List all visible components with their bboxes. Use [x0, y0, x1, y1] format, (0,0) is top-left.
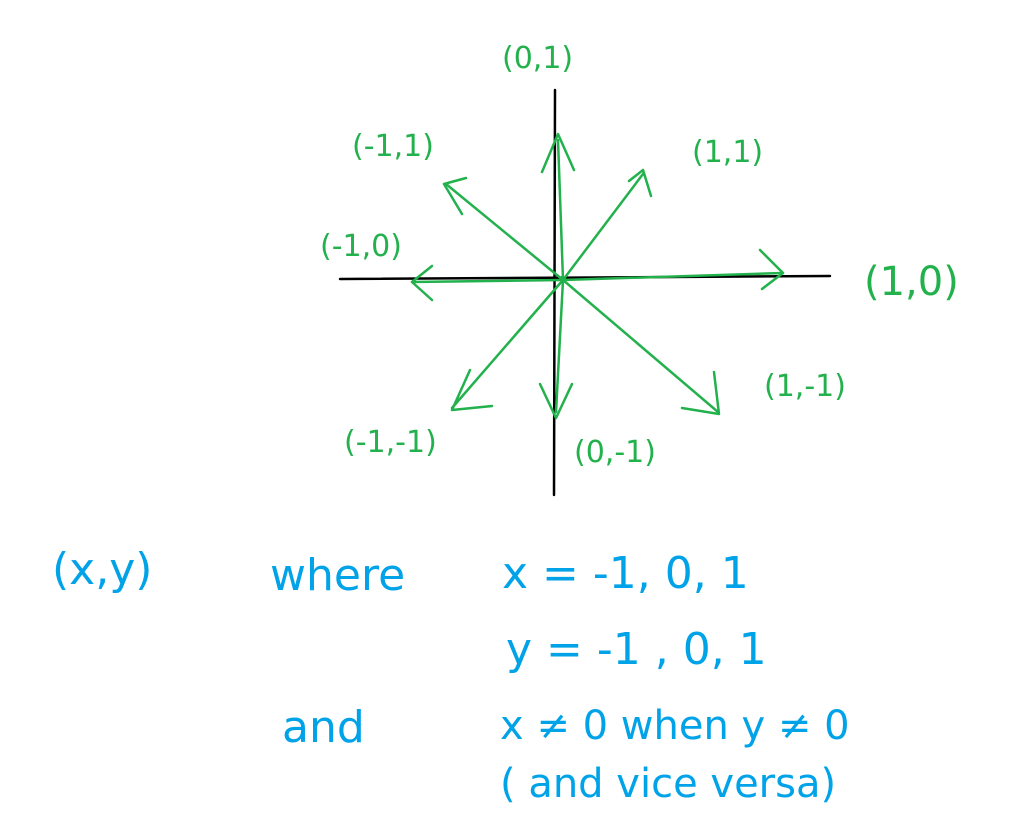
arrow-right — [561, 248, 785, 291]
label-down-right: (1,-1) — [764, 369, 846, 404]
label-up: (0,1) — [502, 41, 574, 76]
label-down-left: (-1,-1) — [344, 425, 437, 460]
arrow-up-right — [561, 168, 653, 282]
arrow-up — [540, 132, 576, 282]
arrow-up-left — [442, 176, 565, 282]
label-up-right: (1,1) — [692, 135, 764, 170]
label-left: (-1,0) — [320, 229, 402, 264]
note-where: where — [270, 550, 406, 601]
label-down: (0,-1) — [574, 435, 656, 470]
note-condition: x ≠ 0 when y ≠ 0 — [500, 703, 850, 749]
note-y-values: y = -1 , 0, 1 — [506, 624, 767, 675]
label-right: (1,0) — [864, 259, 959, 305]
arrow-down — [538, 278, 574, 420]
horizontal-axis — [338, 274, 832, 281]
note-x-values: x = -1, 0, 1 — [502, 548, 749, 599]
arrow-down-left — [450, 278, 565, 412]
arrow-down-right — [561, 278, 721, 416]
arrow-left — [410, 264, 565, 302]
vertical-axis — [552, 88, 557, 497]
note-vice-versa: ( and vice versa) — [500, 761, 837, 807]
label-up-left: (-1,1) — [352, 129, 434, 164]
note-tuple: (x,y) — [52, 544, 153, 595]
note-and: and — [282, 702, 365, 753]
